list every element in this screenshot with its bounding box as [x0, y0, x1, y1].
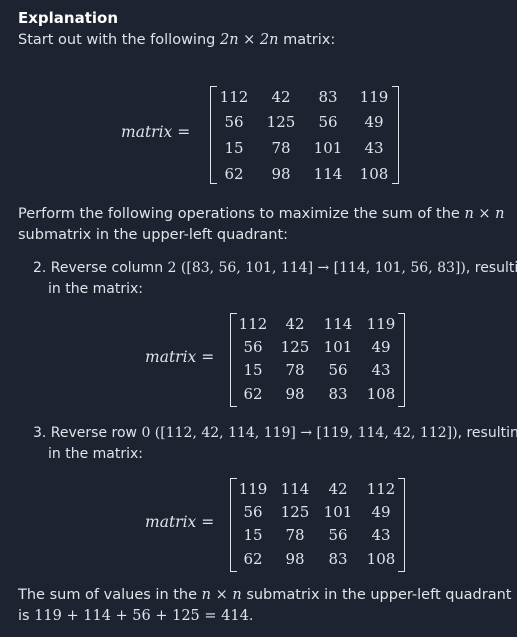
matrix-cell: 114	[313, 165, 343, 183]
matrix-cell: 112	[366, 480, 396, 498]
matrix-3-label: matrix =	[145, 513, 215, 531]
conclusion-line-1: The sum of values in the n × n submatrix…	[18, 585, 511, 606]
intro-tail: matrix:	[283, 32, 336, 48]
conclusion-period: .	[248, 608, 254, 624]
matrix-1-left-bracket	[210, 86, 217, 184]
matrix-cell: 49	[371, 503, 391, 521]
matrix-cell: 15	[243, 526, 263, 544]
conclusion-sum: 119 + 114 + 56 + 125 = 414	[34, 608, 249, 624]
perform-line-2: submatrix in the upper-left quadrant:	[18, 227, 289, 243]
matrix-cell: 125	[280, 338, 310, 356]
matrix-cell: 83	[328, 385, 348, 403]
step-2-prefix: 2. Reverse column	[33, 260, 164, 276]
matrix-cell: 43	[364, 139, 384, 157]
matrix-cell: 119	[238, 480, 268, 498]
matrix-cell: 62	[243, 550, 263, 568]
step-2-math: 2 ([83, 56, 101, 114] → [114, 101, 56, 8…	[167, 260, 466, 276]
matrix-cell: 83	[328, 550, 348, 568]
matrix-cell: 43	[371, 526, 391, 544]
matrix-cell: 42	[271, 88, 291, 106]
matrix-cell: 56	[243, 503, 263, 521]
matrix-2-label: matrix =	[145, 348, 215, 366]
step-2-line-1: 2. Reverse column 2 ([83, 56, 101, 114] …	[33, 258, 517, 279]
conclusion-math: n × n	[201, 587, 242, 603]
matrix-cell: 108	[366, 385, 396, 403]
matrix-2-right-bracket	[398, 313, 405, 407]
conclusion-text: The sum of values in the	[18, 587, 198, 603]
matrix-cell: 125	[280, 503, 310, 521]
matrix-cell: 125	[266, 113, 296, 131]
conclusion-line-2: is 119 + 114 + 56 + 125 = 414.	[18, 606, 253, 627]
matrix-cell: 56	[328, 361, 348, 379]
perform-math: n × n	[464, 206, 505, 222]
matrix-cell: 108	[359, 165, 389, 183]
matrix-cell: 78	[285, 526, 305, 544]
matrix-cell: 42	[328, 480, 348, 498]
matrix-cell: 62	[243, 385, 263, 403]
matrix-3-right-bracket	[398, 478, 405, 572]
step-3-math: 0 ([112, 42, 114, 119] → [119, 114, 42, …	[141, 425, 458, 441]
matrix-cell: 56	[224, 113, 244, 131]
matrix-cell: 49	[364, 113, 384, 131]
matrix-cell: 78	[271, 139, 291, 157]
matrix-cell: 56	[328, 526, 348, 544]
step-3-suffix: , resulting	[457, 425, 517, 441]
matrix-3-left-bracket	[230, 478, 237, 572]
matrix-cell: 119	[366, 315, 396, 333]
intro-text: Start out with the following	[18, 32, 216, 48]
matrix-cell: 83	[318, 88, 338, 106]
step-3-line-2: in the matrix:	[48, 446, 143, 462]
step-3-line-1: 3. Reverse row 0 ([112, 42, 114, 119] → …	[33, 423, 517, 444]
intro-math: 2n × 2n	[219, 32, 279, 48]
matrix-cell: 114	[280, 480, 310, 498]
perform-line-1: Perform the following operations to maxi…	[18, 204, 505, 225]
matrix-cell: 78	[285, 361, 305, 379]
matrix-cell: 101	[313, 139, 343, 157]
matrix-cell: 43	[371, 361, 391, 379]
matrix-cell: 101	[323, 338, 353, 356]
section-heading: Explanation	[18, 9, 119, 27]
matrix-cell: 119	[359, 88, 389, 106]
matrix-cell: 101	[323, 503, 353, 521]
matrix-cell: 56	[318, 113, 338, 131]
matrix-2-left-bracket	[230, 313, 237, 407]
conclusion-tail: submatrix in the upper-left quadrant	[246, 587, 512, 603]
matrix-cell: 49	[371, 338, 391, 356]
perform-text: Perform the following operations to maxi…	[18, 206, 460, 222]
matrix-1-right-bracket	[392, 86, 399, 184]
matrix-cell: 62	[224, 165, 244, 183]
matrix-cell: 15	[224, 139, 244, 157]
matrix-cell: 98	[271, 165, 291, 183]
step-3-prefix: 3. Reverse row	[33, 425, 137, 441]
matrix-cell: 108	[366, 550, 396, 568]
matrix-cell: 112	[219, 88, 249, 106]
matrix-cell: 114	[323, 315, 353, 333]
matrix-cell: 15	[243, 361, 263, 379]
conclusion-prefix: is	[18, 608, 30, 624]
matrix-1-label: matrix =	[121, 123, 191, 141]
matrix-cell: 98	[285, 385, 305, 403]
step-2-suffix: , resulting	[465, 260, 517, 276]
matrix-cell: 42	[285, 315, 305, 333]
matrix-cell: 56	[243, 338, 263, 356]
step-2-line-2: in the matrix:	[48, 281, 143, 297]
matrix-cell: 112	[238, 315, 268, 333]
matrix-cell: 98	[285, 550, 305, 568]
intro-sentence: Start out with the following 2n × 2n mat…	[18, 30, 335, 51]
